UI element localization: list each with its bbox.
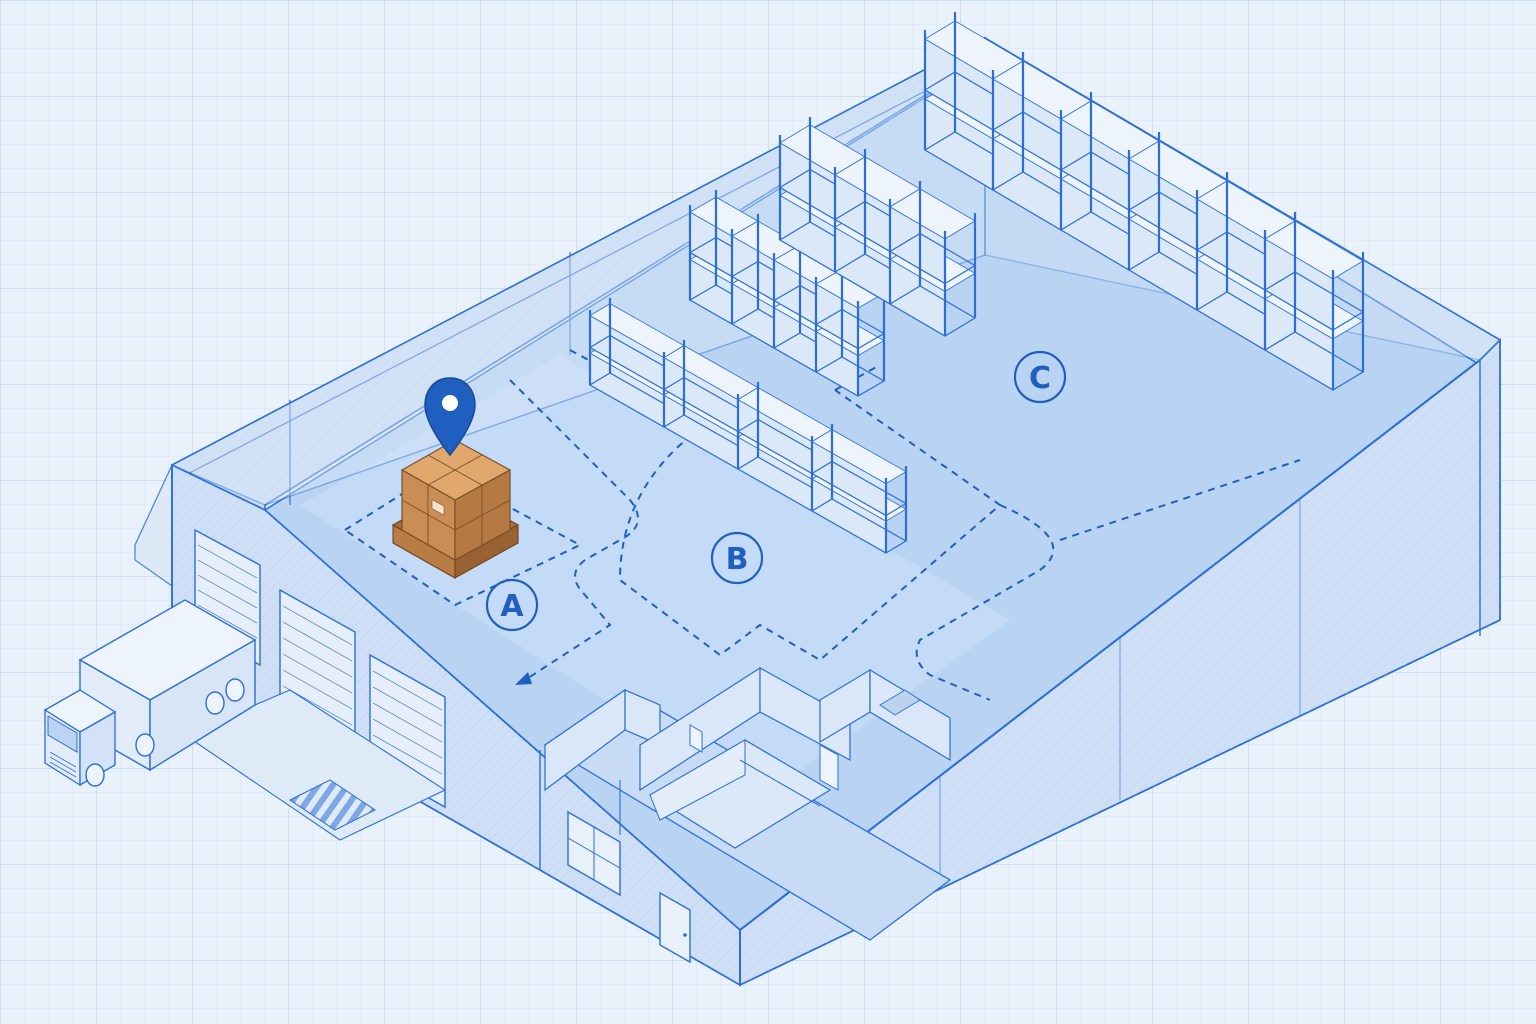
hazard-stripes — [289, 779, 376, 831]
rack-c-left — [778, 117, 977, 337]
pallet-with-boxes — [391, 439, 520, 579]
svg-text:A: A — [500, 589, 524, 624]
svg-text:C: C — [1029, 361, 1051, 396]
rack-b-front — [588, 298, 908, 554]
shelving-racks — [588, 12, 1365, 554]
rack-b-back — [688, 190, 886, 397]
svg-text:B: B — [726, 542, 749, 577]
zone-label-c: C — [1013, 350, 1067, 404]
office-window — [567, 810, 621, 897]
zone-label-a: A — [485, 578, 539, 632]
office-rooms — [543, 666, 952, 941]
office-door — [659, 891, 691, 964]
direction-arrow — [515, 672, 532, 685]
rack-c-long — [923, 12, 1365, 391]
zone-label-b: B — [710, 531, 764, 585]
location-pin-icon — [424, 377, 476, 457]
delivery-truck — [43, 599, 257, 787]
